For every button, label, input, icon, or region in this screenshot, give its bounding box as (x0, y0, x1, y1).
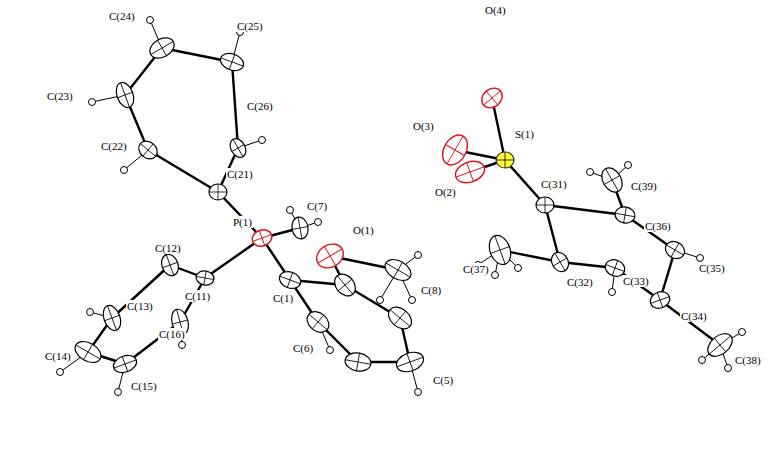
atom-label: C(21) (226, 168, 254, 180)
atom-label: C(15) (130, 380, 158, 392)
atom-label: C(25) (236, 20, 264, 32)
atom-label: C(36) (644, 220, 672, 232)
atom-label: C(23) (46, 90, 74, 102)
atom-label: P(1) (232, 216, 253, 228)
atom-label: O(2) (434, 186, 457, 198)
atom-label: C(35) (698, 262, 726, 274)
atom-label: O(1) (352, 224, 375, 236)
atom-label: C(14) (44, 350, 72, 362)
atom-label: C(13) (126, 300, 154, 312)
atom-label: O(4) (484, 4, 507, 16)
atom-label: C(8) (420, 284, 442, 296)
atom-label: C(11) (184, 290, 211, 302)
atom-label: C(22) (100, 140, 128, 152)
atom-label: C(26) (246, 100, 274, 112)
atom-label: C(34) (680, 310, 708, 322)
atom-label: C(39) (630, 180, 658, 192)
atom-label: C(37) (462, 263, 490, 275)
atom-label: C(16) (158, 328, 186, 340)
atom-label: C(6) (292, 342, 314, 354)
atom-label: C(12) (154, 242, 182, 254)
atom-label: C(33) (622, 275, 650, 287)
atom-label: S(1) (514, 128, 535, 140)
atom-label: C(32) (566, 276, 594, 288)
atom-label: C(38) (734, 354, 762, 366)
atom-label: C(7) (306, 200, 328, 212)
atom-label: C(5) (432, 374, 454, 386)
atom-label: C(24) (108, 10, 136, 22)
atom-label: O(3) (412, 120, 435, 132)
atom-label: C(1) (272, 292, 294, 304)
atom-label: C(31) (540, 178, 568, 190)
